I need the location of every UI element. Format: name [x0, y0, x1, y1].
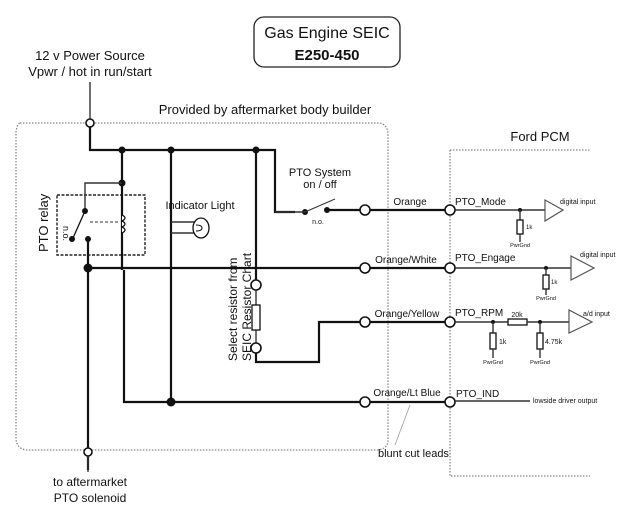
pcm-pin-label: PTO_RPM — [455, 308, 503, 319]
connector-terminal[interactable] — [359, 396, 371, 408]
wire-orange-lt-blue — [122, 270, 450, 404]
pto-system-switch[interactable]: PTO System on / off n.o. — [275, 167, 351, 226]
amplifier-icon — [544, 198, 565, 223]
solenoid-line1: to aftermarket — [53, 475, 128, 489]
power-terminal[interactable] — [85, 118, 95, 128]
series-resistor-value: 20k — [511, 312, 523, 319]
switch-lever — [304, 198, 336, 213]
pcm-pin-label: PTO_Engage — [455, 253, 516, 264]
series-resistor-icon — [507, 318, 528, 326]
circuit-pto-mode: Orange PTO_Mode 1k PwrGnd digital input — [327, 197, 595, 249]
select-resistor: Select resistor from SEIC Resistor Chart — [226, 150, 365, 364]
blunt-cut-label: blunt cut leads — [378, 448, 449, 460]
solenoid-line2: PTO solenoid — [54, 491, 127, 505]
wire-color-label: Orange/White — [375, 255, 437, 266]
resistor-icon — [489, 332, 497, 350]
pcm-label: Ford PCM — [510, 129, 569, 144]
title-line2: E250-450 — [294, 47, 359, 64]
relay-contact — [69, 236, 75, 242]
resistor-value: 1k — [551, 280, 558, 286]
pcm-type-label: digital input — [580, 252, 615, 259]
title-line1: Gas Engine SEIC — [264, 25, 389, 42]
ground-label: PwrGnd — [510, 243, 530, 249]
ground-label: PwrGnd — [530, 360, 550, 366]
connector-terminal[interactable] — [359, 204, 371, 216]
wire-color-label: Orange/Yellow — [375, 309, 440, 320]
power-source-line2: Vpwr / hot in run/start — [28, 64, 152, 79]
connector-terminal[interactable] — [359, 316, 371, 328]
indicator-light: Indicator Light — [165, 150, 235, 403]
resistor-icon — [536, 332, 544, 350]
pcm-type-label: lowside driver output — [533, 398, 597, 405]
wire-color-label: Orange — [393, 197, 427, 208]
solenoid-terminal[interactable] — [83, 447, 93, 457]
relay-contact-label: n.o. — [61, 226, 71, 241]
pcm-terminal[interactable] — [444, 262, 456, 274]
amplifier-icon — [570, 255, 596, 281]
resistor-value: 4.75k — [545, 339, 563, 346]
title-box: Gas Engine SEIC E250-450 — [253, 16, 401, 68]
body-builder-label: Provided by aftermarket body builder — [159, 102, 372, 117]
pcm-boundary — [449, 150, 590, 477]
pcm-pin-label: PTO_IND — [456, 389, 499, 400]
relay-label: PTO relay — [36, 193, 51, 252]
resistor-select-line2: SEIC Resistor Chart — [240, 252, 254, 361]
body-builder-boundary — [15, 122, 389, 451]
relay-coil — [120, 214, 126, 234]
switch-contact-label: n.o. — [312, 219, 324, 226]
circuit-pto-ind: Orange/Lt Blue PTO_IND lowside driver ou… — [122, 270, 597, 408]
lamp-filament — [195, 224, 203, 232]
ground-label: PwrGnd — [536, 296, 556, 302]
lamp-icon — [192, 217, 210, 239]
indicator-light-label: Indicator Light — [165, 200, 234, 212]
relay-box — [56, 194, 146, 256]
power-source-line1: 12 v Power Source — [35, 48, 145, 63]
resistor-value: 1k — [499, 339, 507, 346]
circuit-pto-engage: Orange/White PTO_Engage 1k PwrGnd digita… — [88, 252, 615, 302]
pcm-type-label: a/d input — [583, 311, 610, 318]
pcm-terminal[interactable] — [444, 204, 456, 216]
pcm-terminal[interactable] — [444, 316, 456, 328]
relay-common-wire — [84, 182, 122, 210]
switch-label-line2: on / off — [303, 179, 337, 191]
pcm-pin-label: PTO_Mode — [455, 197, 506, 208]
amplifier-icon — [568, 309, 594, 334]
wire-color-label: Orange/Lt Blue — [373, 388, 441, 399]
relay-switch-arm — [72, 210, 86, 239]
pcm-type-label: digital input — [560, 199, 595, 206]
junction — [166, 397, 176, 407]
pcm-terminal[interactable] — [444, 396, 456, 408]
leader-line — [394, 404, 411, 446]
ground-label: PwrGnd — [483, 360, 503, 366]
pto-relay: PTO relay n.o. — [36, 150, 146, 470]
switch-label-line1: PTO System — [289, 167, 351, 179]
connector-terminal[interactable] — [359, 262, 371, 274]
circuit-pto-rpm: Orange/Yellow PTO_RPM 20k 1k PwrGnd 4.75… — [359, 308, 610, 366]
rpm-wire — [254, 320, 365, 364]
resistor-select-line1: Select resistor from — [226, 258, 240, 361]
resistor-value: 1k — [526, 225, 533, 231]
resistor-icon — [516, 219, 524, 235]
title-frame — [253, 16, 401, 68]
resistor-icon — [542, 274, 550, 290]
